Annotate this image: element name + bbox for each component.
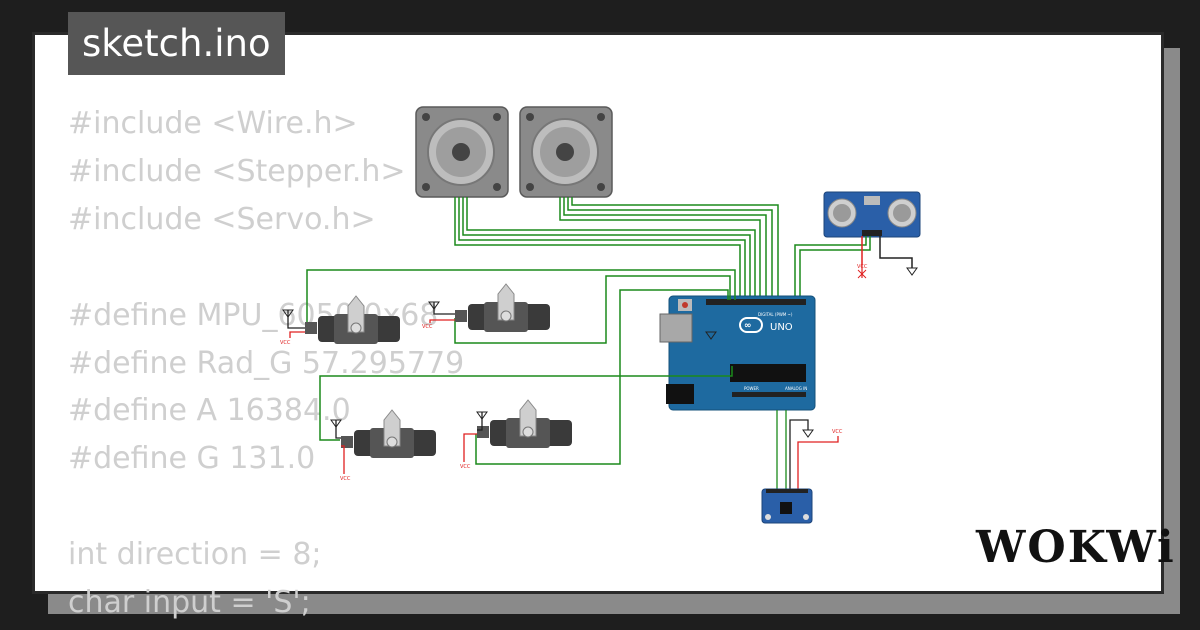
servo-signal-wires	[306, 269, 736, 465]
stepper-motor-1[interactable]	[415, 106, 509, 198]
svg-text:UNO: UNO	[770, 322, 793, 333]
code-preview: #include <Wire.h> #include <Stepper.h> #…	[68, 100, 464, 627]
servo-motor-4[interactable]	[477, 399, 572, 448]
svg-text:VCC: VCC	[460, 464, 471, 470]
vcc-labels: VCC VCC VCC VCC VCC	[280, 324, 843, 482]
ultrasonic-wires	[794, 236, 913, 300]
svg-text:VCC: VCC	[832, 429, 843, 435]
svg-text:ANALOG IN: ANALOG IN	[785, 386, 807, 391]
filename-tab: sketch.ino	[68, 12, 285, 75]
servo-motor-2[interactable]	[455, 283, 550, 332]
code-line: #define A 16384.0	[68, 393, 351, 429]
svg-text:POWER: POWER	[744, 386, 759, 391]
svg-text:DIGITAL (PWM ~): DIGITAL (PWM ~)	[758, 312, 793, 317]
svg-text:VCC: VCC	[280, 340, 291, 346]
svg-text:∞: ∞	[744, 321, 752, 331]
servo-motor-3[interactable]	[341, 409, 436, 458]
ultrasonic-sensor[interactable]	[823, 191, 921, 238]
wokwi-logo: WOKWi	[976, 522, 1176, 573]
code-line: char input = 'S';	[68, 585, 311, 621]
code-line: int direction = 8;	[68, 537, 322, 573]
svg-text:VCC: VCC	[857, 264, 868, 270]
code-line: #include <Wire.h>	[68, 106, 358, 141]
code-line: #include <Stepper.h>	[68, 153, 406, 189]
stepper-wires	[454, 197, 779, 300]
code-line: #include <Servo.h>	[68, 201, 376, 237]
ground-icon	[906, 267, 918, 276]
svg-text:VCC: VCC	[422, 324, 433, 330]
servo-motor-1[interactable]	[305, 295, 400, 344]
code-line: #define MPU_6050 0x68	[68, 297, 439, 333]
ground-icons	[282, 301, 814, 438]
stepper-motor-2[interactable]	[519, 106, 613, 198]
vcc-symbol: VCC	[857, 264, 868, 279]
arduino-uno-board[interactable]: ∞ UNO DIGITAL (PWM ~) POWER ANALOG IN	[659, 295, 816, 411]
svg-text:VCC: VCC	[340, 476, 351, 482]
circuit-diagram: VCC ∞ UNO DIGITAL (PWM ~) POWER ANALOG I…	[280, 106, 921, 524]
code-line: #define G 131.0	[68, 441, 316, 477]
mpu6050-module[interactable]	[761, 488, 813, 524]
servo-power-wires	[287, 302, 839, 490]
code-line: #define Rad_G 57.295779	[68, 345, 465, 381]
